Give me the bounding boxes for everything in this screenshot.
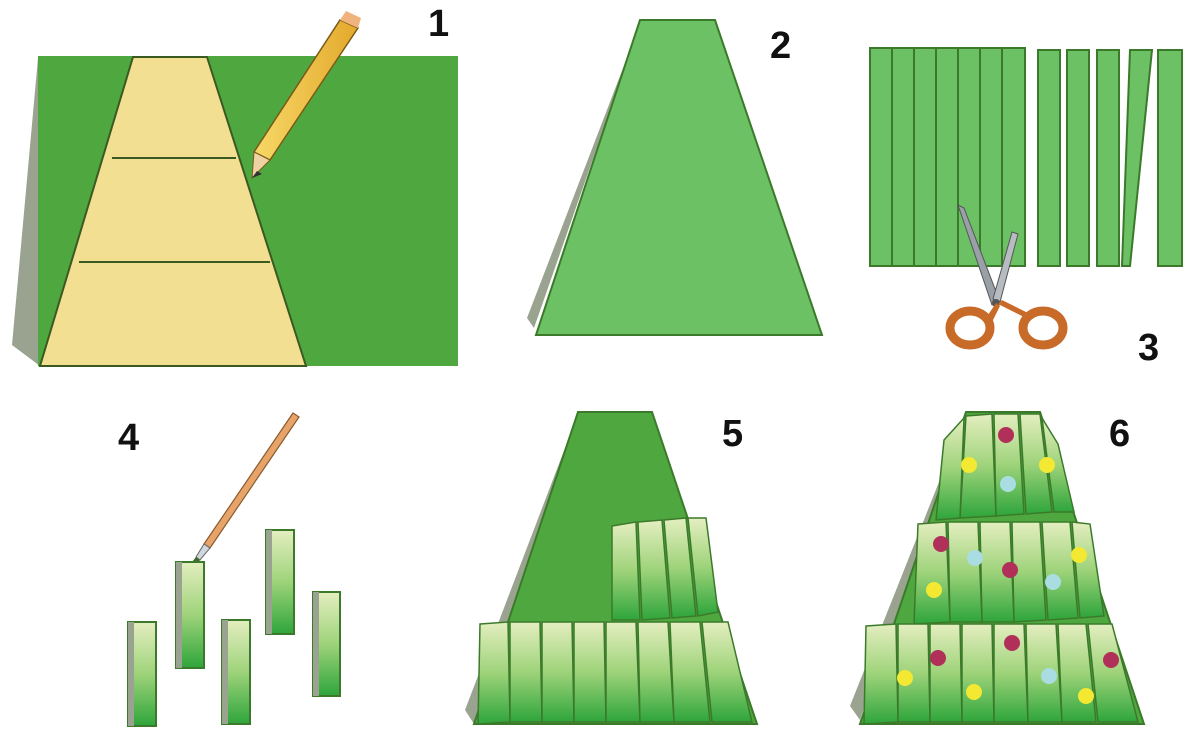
step-3-panel: 3 <box>870 48 1182 369</box>
ornament <box>1000 476 1016 492</box>
step-2-panel: 2 <box>527 20 822 335</box>
step-1-number: 1 <box>428 3 449 45</box>
strip-row-middle <box>612 518 718 620</box>
ornament <box>998 427 1014 443</box>
step-4-panel: 4 <box>118 413 340 726</box>
ornament <box>961 457 977 473</box>
ornament <box>930 650 946 666</box>
step-6-panel: 6 <box>850 412 1144 724</box>
step-5-panel: 5 <box>465 412 757 724</box>
step-1-panel: 1 <box>12 3 458 366</box>
ornament <box>1041 668 1057 684</box>
ornament <box>1004 635 1020 651</box>
step-3-number: 3 <box>1138 327 1159 369</box>
step-6-number: 6 <box>1109 413 1130 455</box>
ornament <box>1103 652 1119 668</box>
ornament <box>1002 562 1018 578</box>
glued-strip <box>222 620 250 724</box>
ornament <box>1078 688 1094 704</box>
ornament <box>1071 547 1087 563</box>
ornament <box>966 684 982 700</box>
glued-strip <box>128 622 156 726</box>
step-4-number: 4 <box>118 417 139 459</box>
paper-strips-left <box>870 48 1025 266</box>
glued-strip <box>266 530 294 634</box>
step-5-number: 5 <box>722 413 743 455</box>
glued-strip <box>313 592 340 696</box>
folded-paper-back <box>12 58 40 366</box>
ornament <box>933 536 949 552</box>
ornament <box>967 550 983 566</box>
ornament <box>1039 457 1055 473</box>
paper-strips-right <box>1038 50 1182 266</box>
ornament <box>1045 574 1061 590</box>
glued-strip <box>176 562 204 668</box>
strip-row-bottom <box>478 622 752 724</box>
step-2-number: 2 <box>770 25 791 67</box>
ornament <box>926 582 942 598</box>
green-trapezoid <box>536 20 822 335</box>
ornament <box>897 670 913 686</box>
